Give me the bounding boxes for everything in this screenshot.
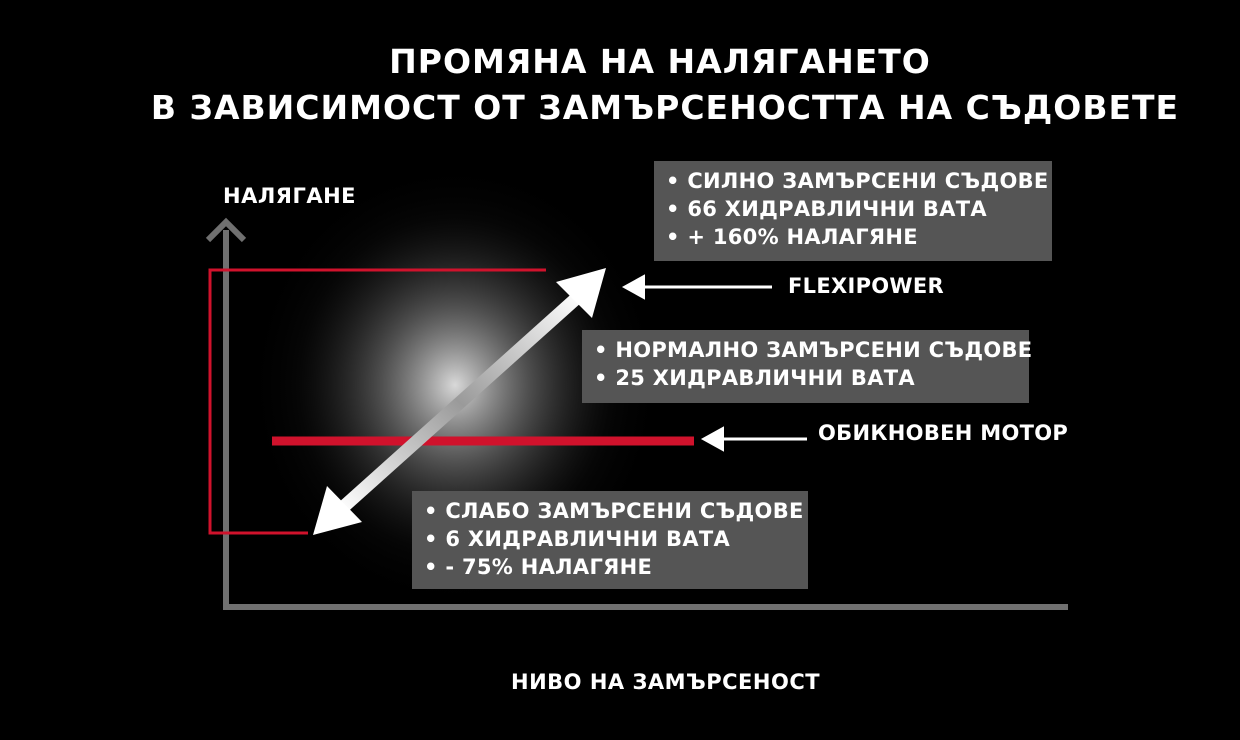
light-soil-line-1: • СЛАБО ЗАМЪРСЕНИ СЪДОВЕ — [424, 499, 804, 523]
x-axis-label: НИВО НА ЗАМЪРСЕНОСТ — [511, 670, 821, 694]
heavy-soil-line-2: • 66 ХИДРАВЛИЧНИ ВАТА — [666, 197, 987, 221]
light-soil-box: • СЛАБО ЗАМЪРСЕНИ СЪДОВЕ • 6 ХИДРАВЛИЧНИ… — [412, 491, 808, 589]
normal-soil-box: • НОРМАЛНО ЗАМЪРСЕНИ СЪДОВЕ • 25 ХИДРАВЛ… — [582, 330, 1033, 403]
heavy-soil-line-3: • + 160% НАЛАГЯНЕ — [666, 225, 918, 249]
normal-soil-line-2: • 25 ХИДРАВЛИЧНИ ВАТА — [594, 366, 915, 390]
heavy-soil-line-1: • СИЛНО ЗАМЪРСЕНИ СЪДОВЕ — [666, 169, 1049, 193]
light-soil-line-3: • - 75% НАЛАГЯНЕ — [424, 555, 653, 579]
heavy-soil-box: • СИЛНО ЗАМЪРСЕНИ СЪДОВЕ • 66 ХИДРАВЛИЧН… — [654, 161, 1052, 261]
title-line-1: ПРОМЯНА НА НАЛЯГАНЕТО — [389, 42, 931, 81]
ordinary-motor-pointer-arrow — [700, 426, 807, 452]
normal-soil-line-1: • НОРМАЛНО ЗАМЪРСЕНИ СЪДОВЕ — [594, 338, 1033, 362]
y-axis — [205, 217, 247, 610]
y-axis-label: НАЛЯГАНЕ — [223, 184, 356, 208]
ordinary-motor-label: ОБИКНОВЕН МОТОР — [818, 421, 1069, 445]
flexipower-pointer-arrow — [621, 274, 772, 300]
title-line-2: В ЗАВИСИМОСТ ОТ ЗАМЪРСЕНОСТТА НА СЪДОВЕТ… — [150, 88, 1180, 127]
pressure-range-bracket — [208, 268, 546, 535]
flexipower-label: FLEXIPOWER — [788, 274, 944, 298]
light-soil-line-2: • 6 ХИДРАВЛИЧНИ ВАТА — [424, 527, 731, 551]
flexipower-double-arrow — [313, 268, 606, 535]
